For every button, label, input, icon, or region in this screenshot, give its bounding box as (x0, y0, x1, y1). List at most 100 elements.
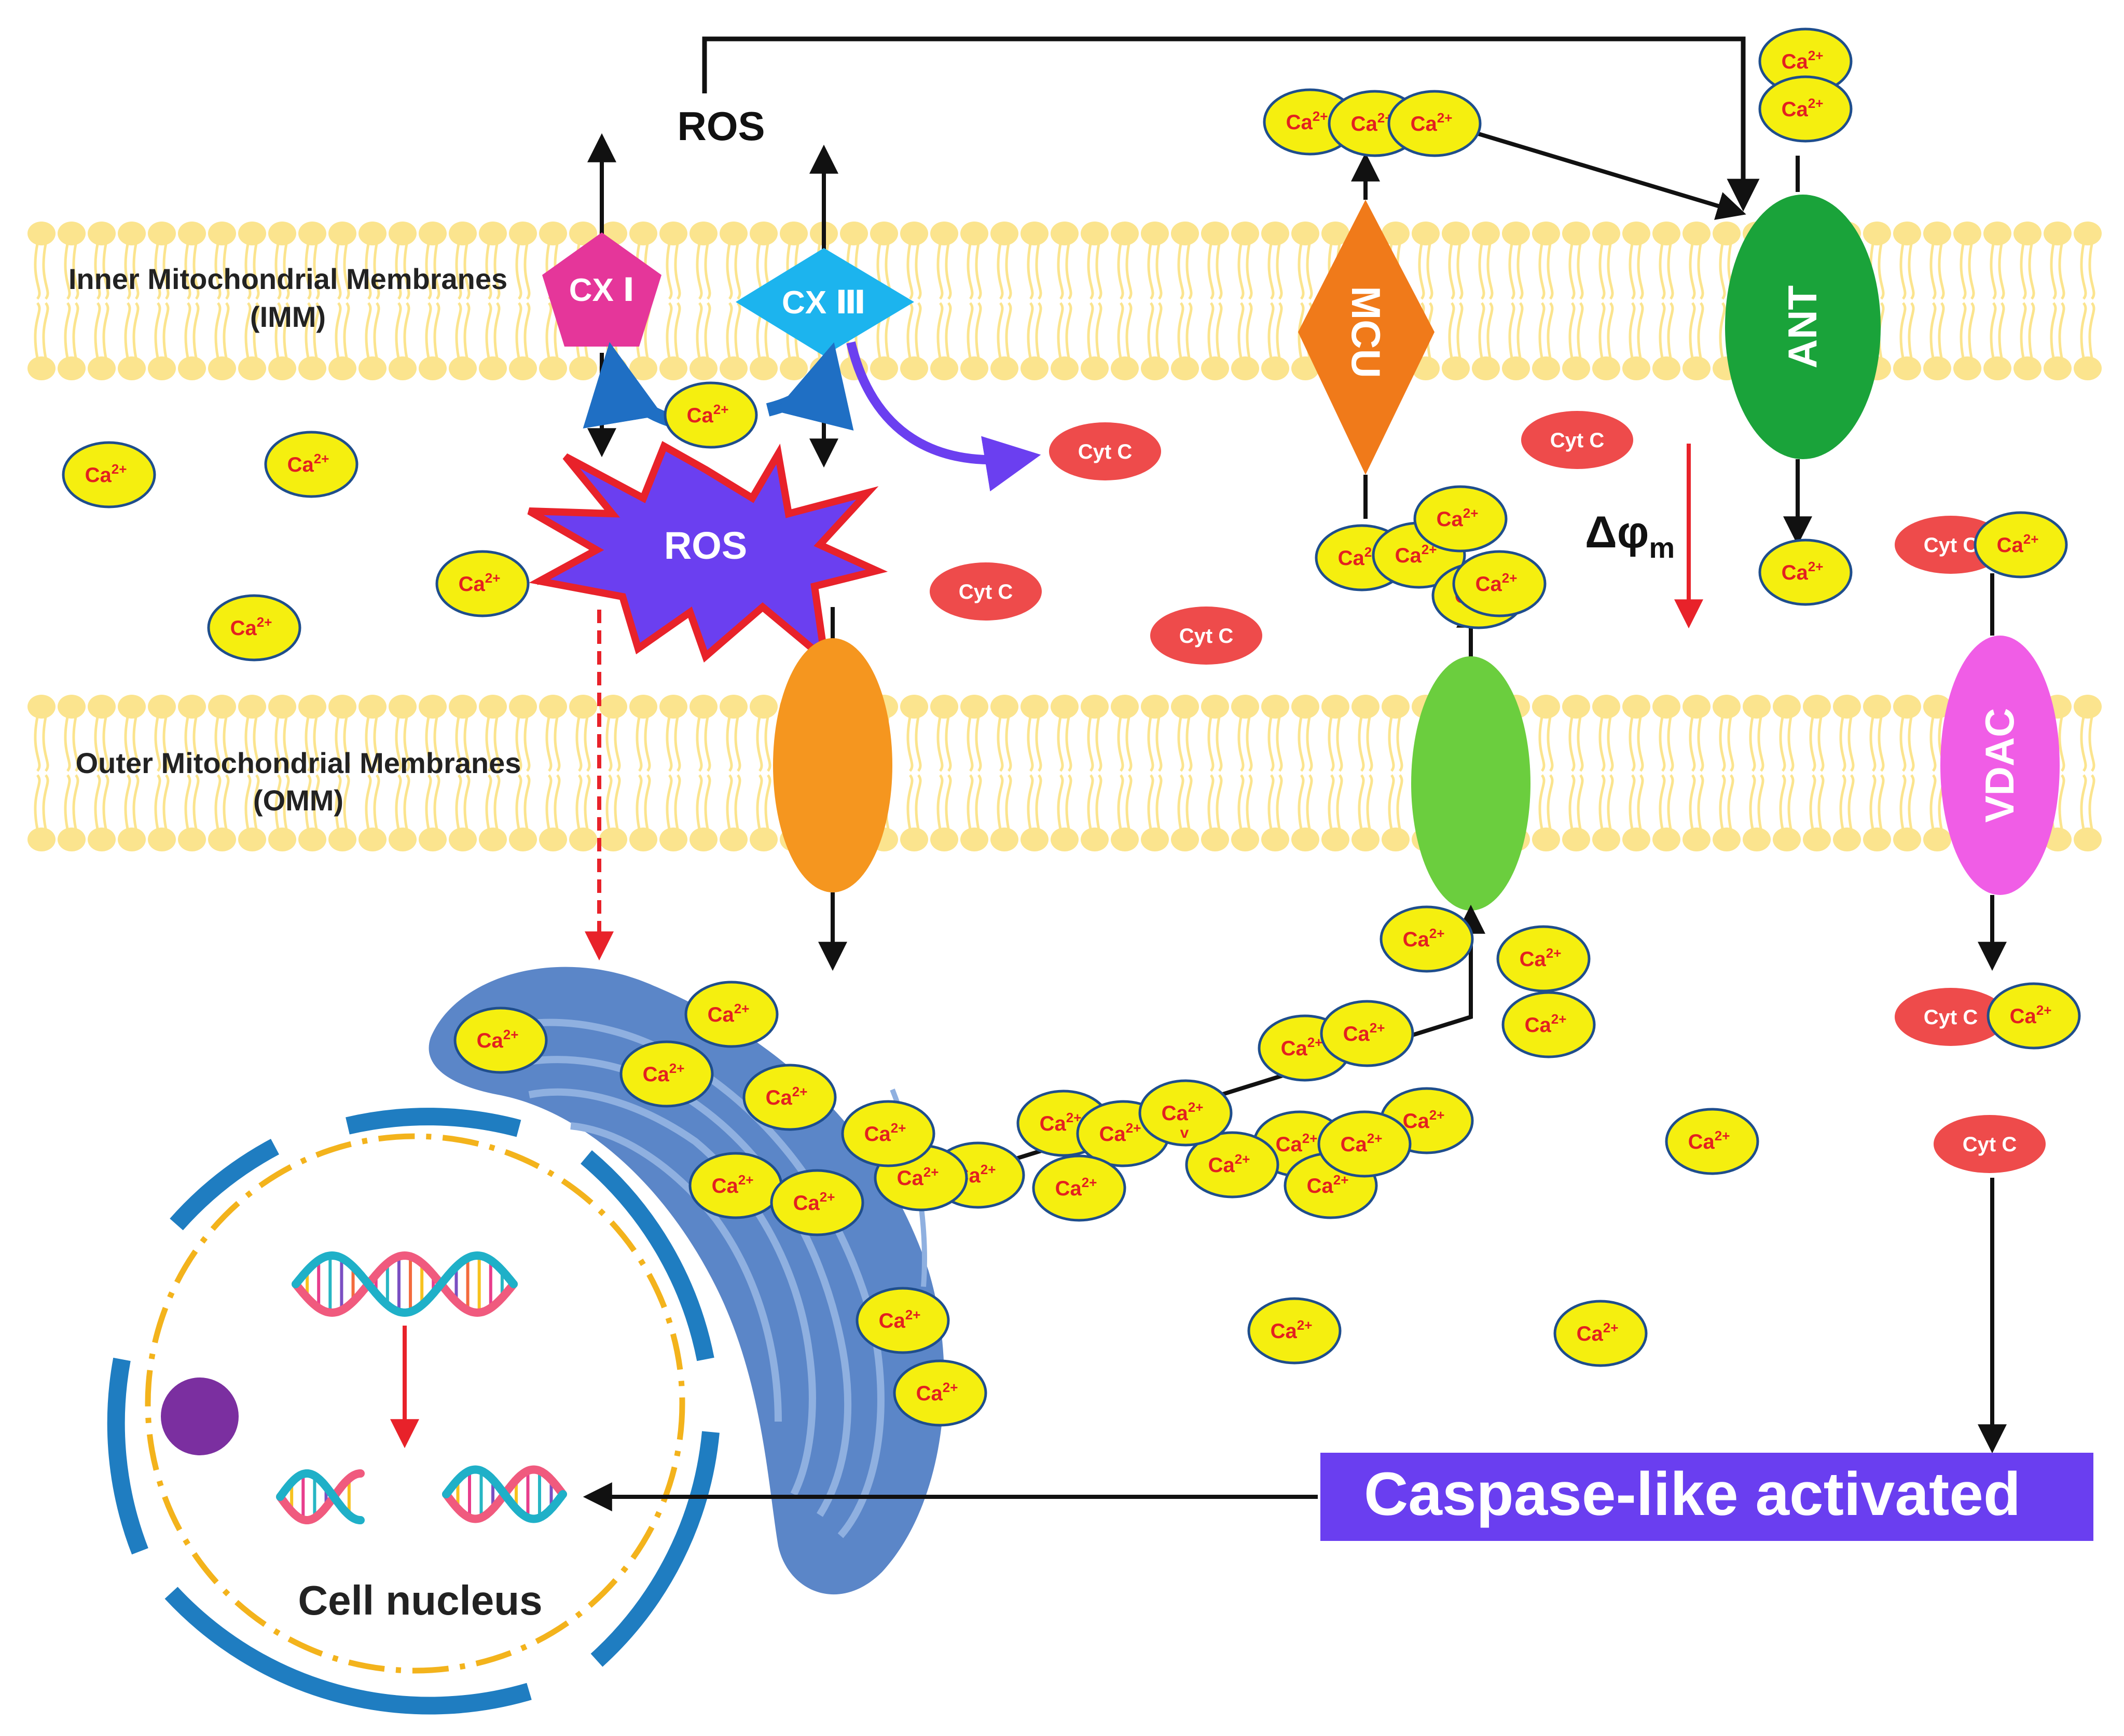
svg-text:Ca2+: Ca2+ (712, 1172, 754, 1197)
calcium-ion: Ca2+ (742, 1064, 837, 1131)
svg-text:Ca2+: Ca2+ (1099, 1120, 1141, 1146)
calcium-ion: Ca2+ (770, 1169, 864, 1236)
ros-burst-label: ROS (664, 524, 747, 567)
svg-text:Ca2+: Ca2+ (897, 1164, 939, 1190)
svg-text:Ca2+: Ca2+ (708, 1001, 750, 1026)
svg-text:Ca2+: Ca2+ (864, 1120, 906, 1146)
dna-fragment-icon (276, 1469, 365, 1524)
svg-text:Ca2+: Ca2+ (1577, 1320, 1619, 1345)
calcium-ion: Ca2+ (619, 1040, 714, 1108)
svg-text:Ca2+: Ca2+ (643, 1060, 685, 1086)
svg-text:Ca2+: Ca2+ (287, 451, 329, 476)
dna-intact-icon (292, 1251, 518, 1317)
calcium-ion: Ca2+ (841, 1100, 935, 1167)
svg-text:Ca2+: Ca2+ (1040, 1110, 1082, 1135)
svg-text:Ca2+: Ca2+ (1271, 1317, 1313, 1343)
dna-group (276, 1251, 567, 1524)
calcium-ion-group: Ca2+Ca2+Ca2+Ca2+Ca2+Ca2+Ca2+Ca2+Ca2+Ca2+… (62, 27, 2081, 1427)
ant-channel: ANT (1725, 156, 1881, 546)
cyt-c-molecule: Cyt C (1934, 1115, 2046, 1173)
svg-text:Ca2+: Ca2+ (1782, 559, 1824, 584)
calcium-ion: Ca2+ (688, 1152, 783, 1219)
svg-text:Ca2+: Ca2+ (879, 1307, 921, 1332)
omm-label: Outer Mitochondrial Membranes (76, 747, 521, 779)
svg-text:Ca2+: Ca2+ (1437, 505, 1479, 531)
cyt-c-release-arrow (846, 341, 1041, 492)
svg-text:Ca2+: Ca2+ (1520, 945, 1562, 971)
svg-text:Ca2+: Ca2+ (1341, 1131, 1383, 1156)
calcium-ion: Ca2+ (893, 1359, 987, 1427)
ros-burst: ROS (527, 440, 888, 668)
svg-text:Ca2+: Ca2+ (1307, 1172, 1349, 1197)
cyt-c-molecule: Cyt C (1049, 422, 1161, 480)
svg-text:Ca2+: Ca2+ (2010, 1002, 2052, 1028)
svg-text:Ca2+: Ca2+ (459, 570, 501, 596)
calcium-ion: Ca2+ (1553, 1300, 1648, 1367)
svg-text:Ca2+: Ca2+ (1208, 1151, 1250, 1177)
nucleus-label: Cell nucleus (298, 1577, 542, 1623)
ros-top-label: ROS (677, 103, 765, 149)
delta-phi-symbol: Δφm (1585, 507, 1675, 564)
cyt-c-molecule: Cyt C (930, 562, 1042, 621)
svg-text:Ca2+: Ca2+ (1286, 108, 1328, 134)
caspase-label: Caspase-like activated (1364, 1460, 2021, 1528)
calcium-ion: Ca2+ (1987, 982, 2081, 1050)
svg-text:Ca2+: Ca2+ (1351, 110, 1393, 135)
imm-label: Inner Mitochondrial Membranes (68, 263, 507, 295)
calcium-ion: Ca2+ (664, 381, 758, 449)
svg-text:Ca2+: Ca2+ (1343, 1020, 1385, 1045)
complex-i: CX Ⅰ (542, 133, 661, 458)
calcium-ion: Ca2+ (1974, 511, 2068, 578)
svg-text:Ca2+: Ca2+ (766, 1084, 808, 1109)
nucleolus (161, 1377, 239, 1455)
ca-to-cx3-arrow (766, 342, 854, 431)
svg-text:Ca2+: Ca2+ (1525, 1011, 1567, 1037)
svg-text:Ca2+: Ca2+ (1055, 1175, 1097, 1200)
svg-text:Ca2+: Ca2+ (1688, 1128, 1730, 1153)
svg-text:Ca2+: Ca2+ (1475, 570, 1518, 596)
calcium-ion: Ca2+ (1496, 925, 1591, 993)
calcium-ion: Ca2+ (1185, 1131, 1279, 1198)
calcium-ion: Ca2+ (684, 981, 779, 1048)
cx3-label: CX Ⅲ (782, 285, 866, 321)
cyt-c-molecule: Cyt C (1150, 607, 1262, 665)
svg-text:v: v (1180, 1124, 1189, 1141)
caspase-box: Caspase-like activated (1320, 1453, 2093, 1541)
svg-text:Cyt C: Cyt C (1963, 1133, 2017, 1156)
svg-text:Cyt C: Cyt C (1078, 440, 1132, 463)
calcium-ion: Ca2+ (1665, 1108, 1759, 1175)
svg-text:Cyt C: Cyt C (1924, 534, 1978, 557)
calcium-ion: Ca2+ (264, 431, 358, 498)
calcium-ion: Ca2+ (1380, 905, 1474, 973)
svg-text:Ca2+: Ca2+ (1403, 926, 1445, 951)
nuclear-inner-boundary (145, 1133, 685, 1674)
cell-nucleus: Cell nucleus (107, 1108, 720, 1715)
dna-fragment-icon (442, 1465, 567, 1523)
nuclear-envelope-segment (590, 1431, 720, 1667)
calcium-ion: Ca2+v (1138, 1079, 1233, 1147)
svg-text:Cyt C: Cyt C (1924, 1006, 1978, 1029)
svg-text:Cyt C: Cyt C (959, 581, 1013, 603)
nuclear-envelope-segment (581, 1150, 714, 1361)
svg-text:Ca2+: Ca2+ (1782, 95, 1824, 121)
nuclear-envelope-segment (107, 1357, 148, 1555)
calcium-ion: Ca2+ (1452, 550, 1547, 617)
svg-text:Ca2+: Ca2+ (85, 461, 127, 487)
calcium-ion: Ca2+ (435, 550, 530, 617)
vdac-label: VDAC (1977, 708, 2022, 822)
ca-to-ros-line (536, 575, 551, 585)
omm-channel-orange (773, 607, 892, 971)
membrane-potential: Δφm (1585, 444, 1703, 629)
mcu-label: MCU (1343, 286, 1389, 378)
nuclear-envelope-segment (164, 1587, 532, 1715)
nuclear-envelope-segment (346, 1108, 521, 1137)
calcium-ion: Ca2+ (1501, 991, 1596, 1058)
nuclear-envelope-segment (170, 1138, 280, 1231)
cyt-c-molecule: Cyt C (1895, 988, 2007, 1046)
svg-text:Ca2+: Ca2+ (1782, 48, 1824, 73)
calcium-ion: Ca2+ (207, 594, 301, 662)
svg-text:Ca2+: Ca2+ (1411, 110, 1453, 135)
ant-label: ANT (1780, 285, 1825, 368)
